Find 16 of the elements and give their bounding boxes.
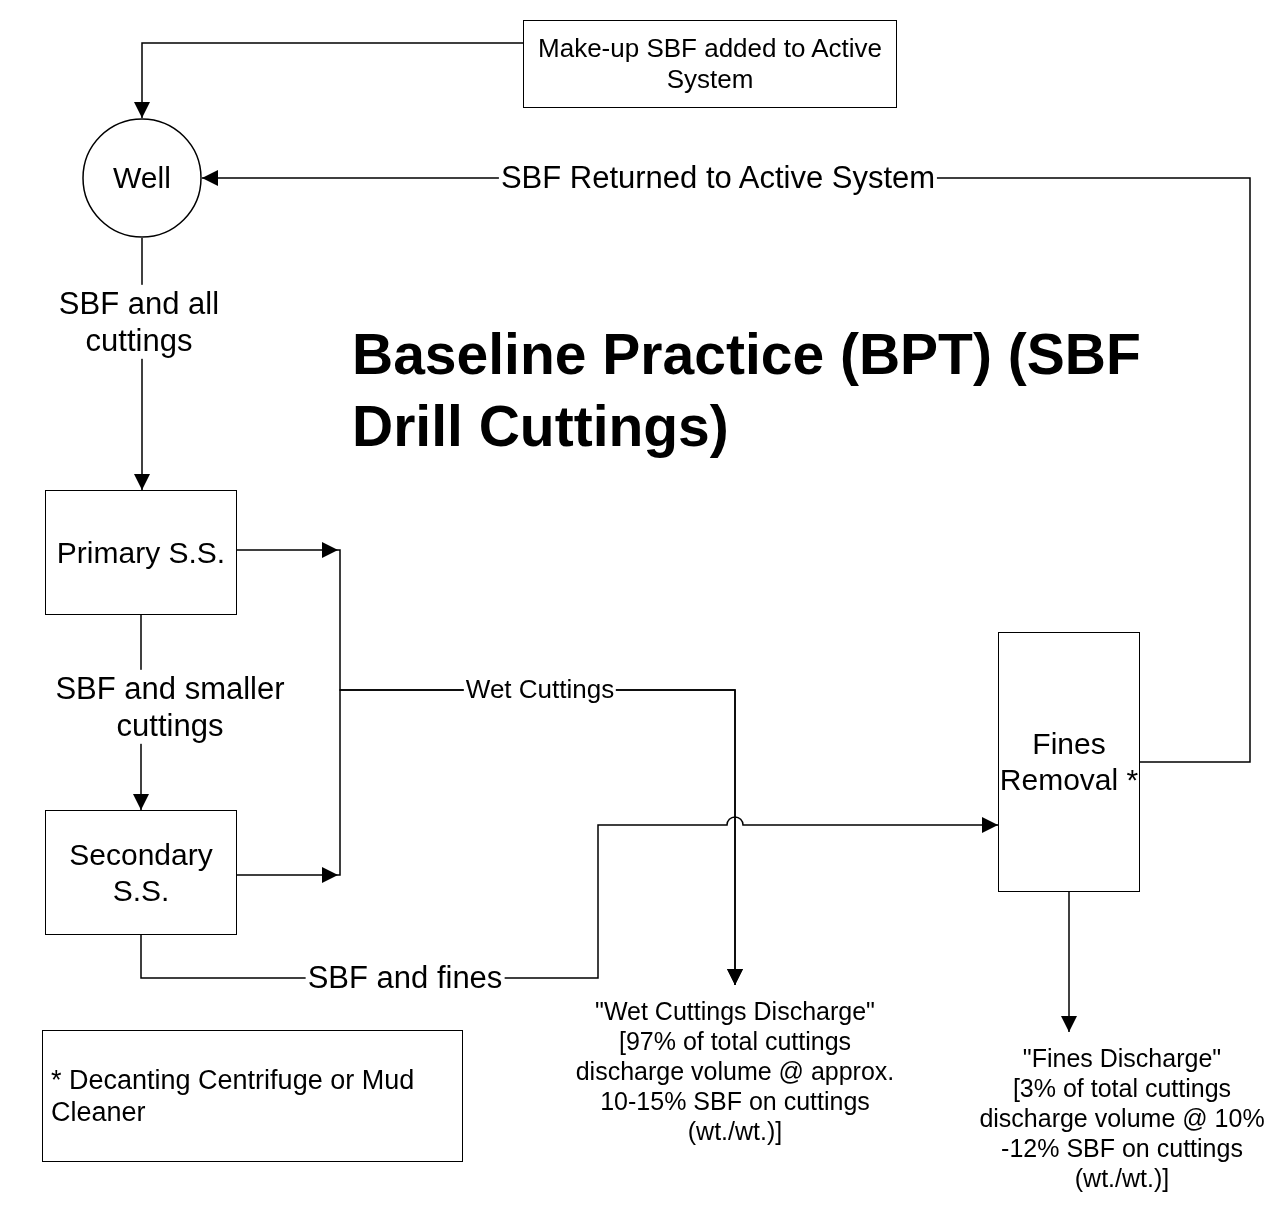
node-label: Secondary S.S. bbox=[68, 836, 214, 909]
node-label: * Decanting Centrifuge or Mud Cleaner bbox=[51, 1063, 416, 1129]
diagram-title: Baseline Practice (BPT) (SBF Drill Cuttings) bbox=[352, 321, 1142, 461]
process-box bbox=[523, 20, 897, 108]
node-label: Primary S.S. bbox=[56, 534, 226, 571]
process-box bbox=[998, 632, 1140, 892]
process-box bbox=[45, 490, 237, 615]
process-box bbox=[45, 810, 237, 935]
note-box bbox=[42, 1030, 463, 1162]
discharge-heading: "Fines Discharge" bbox=[1022, 1043, 1222, 1073]
node-label: Make-up SBF added to Active System bbox=[537, 32, 883, 96]
discharge-note: [3% of total cuttings discharge volume @ 10% -12% SBF on cuttings (wt./wt.)] bbox=[978, 1073, 1266, 1193]
discharge-note: [97% of total cuttings discharge volume @ approx. 10-15% SBF on cuttings (wt./wt.)] bbox=[575, 1026, 895, 1146]
discharge-heading: "Wet Cuttings Discharge" bbox=[595, 996, 875, 1026]
node-label: Fines Removal * bbox=[999, 726, 1139, 798]
node-label: Well bbox=[113, 160, 171, 196]
